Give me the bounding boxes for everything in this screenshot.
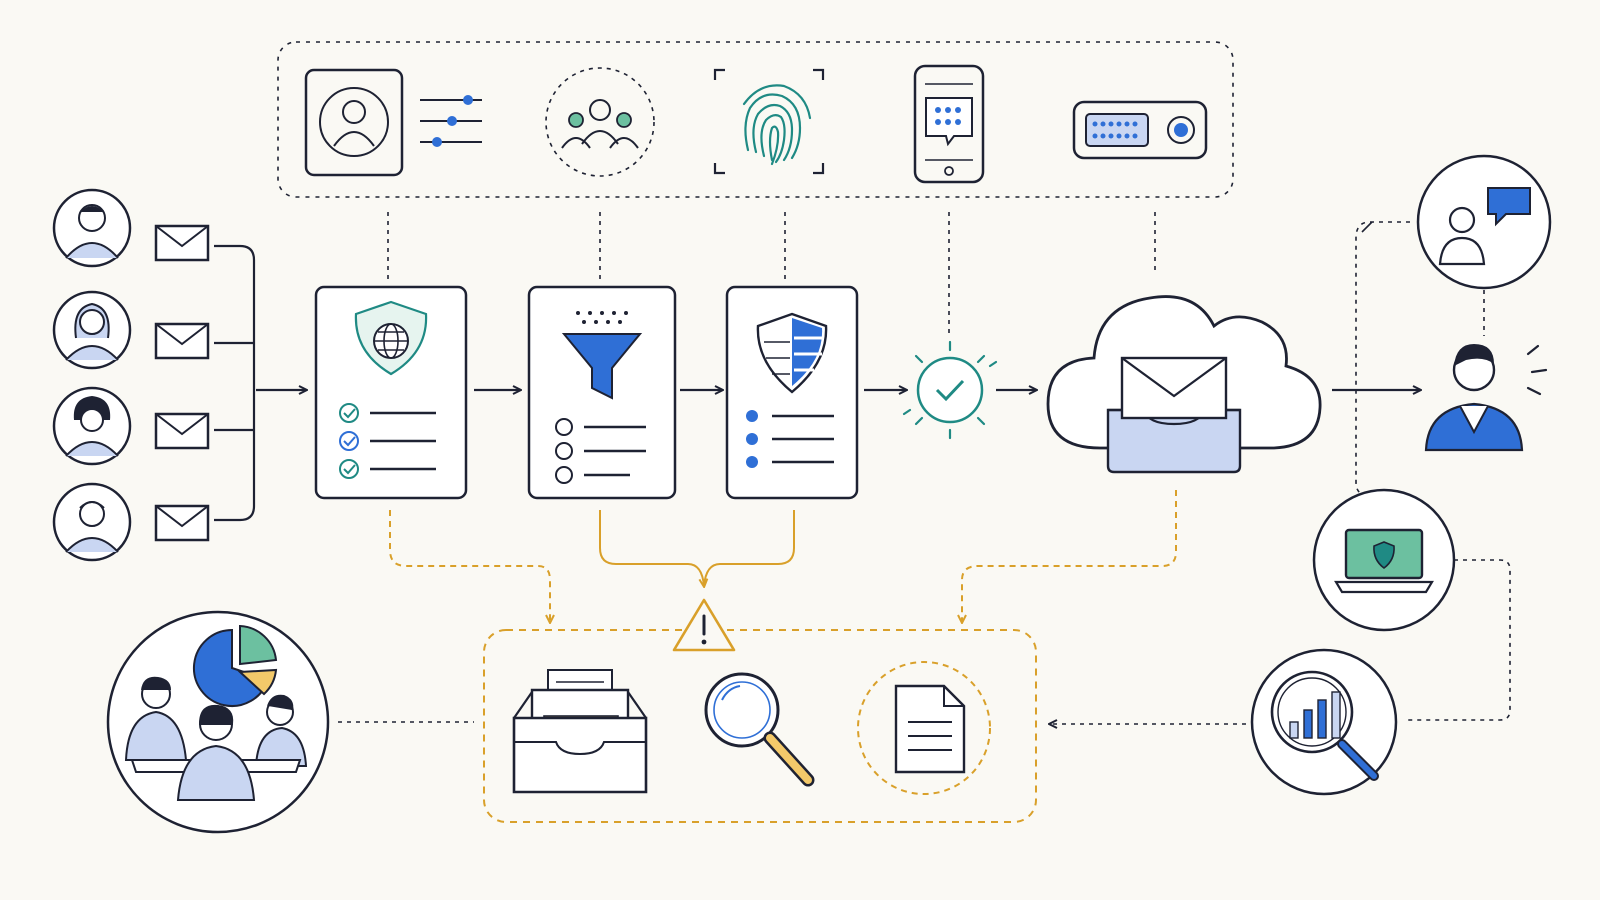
envelope-icon [154,322,210,360]
funnel-icon [561,333,643,400]
recipient-person-icon [1424,344,1548,452]
fingerprint-icon [713,68,825,175]
woman-avatar-icon [52,290,132,370]
group-icon [545,67,655,177]
senders-column [52,188,256,562]
chat-user-icon [1416,154,1552,290]
shield-globe-checklist-card [314,285,468,500]
review-zone [483,598,1037,823]
analytics-magnifier-icon [1250,648,1398,796]
funnel-filter-card [527,285,677,500]
pie-chart-icon [192,624,278,707]
checklist [339,403,436,479]
cloud-inbox [1046,295,1322,474]
magnifier-icon [704,672,815,787]
curly-hair-avatar-icon [52,386,132,466]
secure-laptop-icon [1312,488,1456,632]
young-man-avatar-icon [52,482,132,562]
phone-message-icon [913,64,985,184]
user-profile-settings-icon [304,68,482,177]
envelope-icon [154,224,210,262]
review-flow-connectors [389,490,1177,622]
document-icon [857,661,991,795]
bullet-list [746,410,834,468]
option-list [555,418,646,484]
verified-check-icon [902,340,998,440]
team-analytics-meeting-icon [106,610,330,834]
file-tray-icon [512,669,648,794]
man-avatar-icon [52,188,132,268]
recipients-column [1050,154,1552,796]
authentication-factors-group [277,41,1234,198]
striped-shield-list-card [725,285,859,500]
warning-triangle-icon [672,598,736,652]
auth-connectors [387,212,1156,338]
envelope-icon [154,504,210,542]
hardware-key-icon [1072,100,1208,160]
inbox-tray-icon [1106,356,1242,474]
sender-bracket [214,244,256,522]
envelope-icon [154,412,210,450]
